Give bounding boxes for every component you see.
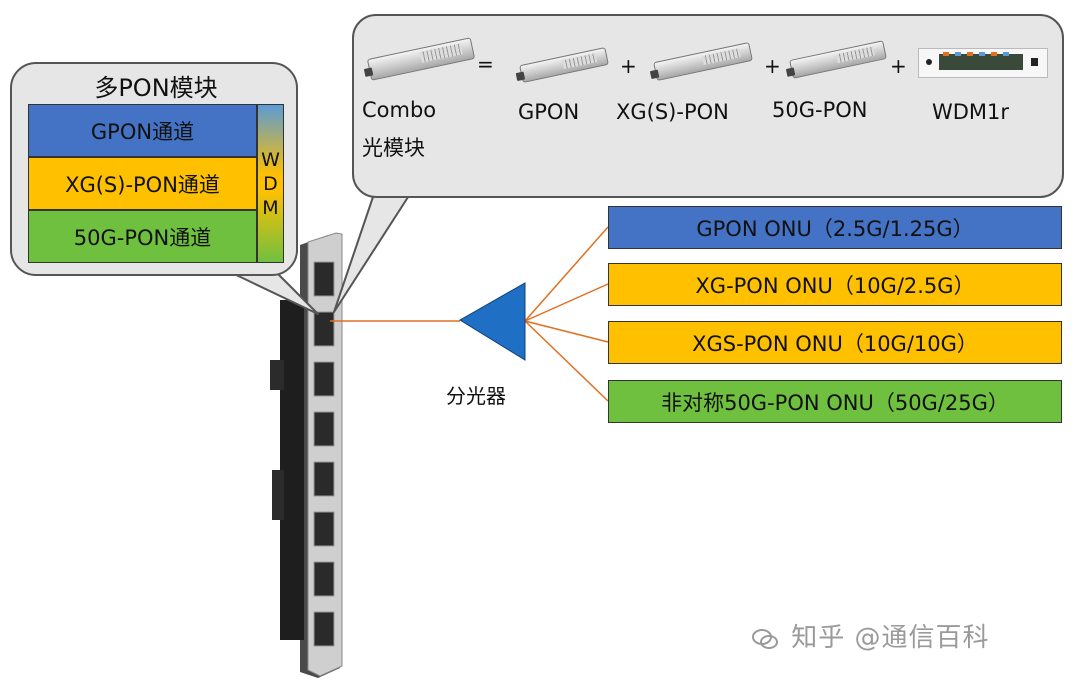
50g-pon-sfp-module-icon [789,40,887,79]
wdm-bar: W D M [257,104,284,263]
wechat-icon [752,628,778,649]
wdm-letter-m: M [262,196,279,219]
wdm1r-module-label: WDM1r [932,100,1010,124]
plus-sign-1: + [620,54,637,78]
optical-port [313,511,335,547]
wdm-letter-w: W [261,148,280,171]
optical-port [313,261,335,297]
plus-sign-2: + [764,54,781,78]
optical-port [313,311,335,347]
combo-sublabel: 光模块 [362,136,425,160]
channel-50g-pon: 50G-PON通道 [28,210,257,263]
xgs-pon-module-label: XG(S)-PON [616,100,729,124]
wdm-component-icon [918,48,1048,78]
optical-port [313,411,335,447]
drop-fiber-3 [524,320,609,343]
drop-fiber-2 [524,283,609,322]
drop-fiber-1 [524,226,609,322]
combo-label: Combo [362,98,437,122]
gpon-sfp-module-icon [519,47,609,83]
multi-pon-module-callout: 多PON模块 GPON通道 XG(S)-PON通道 50G-PON通道 W D … [10,62,298,276]
splitter-icon [459,282,526,361]
optical-ports [313,261,335,647]
optical-port [313,611,335,647]
50g-pon-module-label: 50G-PON [772,98,868,122]
combo-module-callout: = + + + Combo 光模块 GPON XG(S)-PON 50G-PON… [352,14,1064,198]
drop-fiber-4 [524,320,609,402]
fiber-lines [330,226,609,402]
combo-sfp-module-icon [366,37,476,81]
onu-gpon: GPON ONU（2.5G/1.25G） [608,206,1062,249]
onu-xgs-pon: XGS-PON ONU（10G/10G） [608,321,1062,364]
onu-50g-pon: 非对称50G-PON ONU（50G/25G） [608,380,1062,423]
watermark: 知乎 @通信百科 [752,617,990,654]
multi-pon-module-title: 多PON模块 [94,74,218,102]
channel-xgs-pon: XG(S)-PON通道 [28,157,257,210]
olt-line-card [270,232,343,678]
wdm-letter-d: D [263,172,278,195]
equals-sign: = [477,52,494,76]
onu-xg-pon: XG-PON ONU（10G/2.5G） [608,263,1062,306]
channel-gpon: GPON通道 [28,104,257,157]
optical-port [313,461,335,497]
xgs-pon-sfp-module-icon [653,42,753,81]
splitter-label: 分光器 [446,384,506,408]
optical-port [313,361,335,397]
watermark-text: 知乎 @通信百科 [791,623,990,653]
top-bubble-tail [333,193,411,313]
gpon-module-label: GPON [518,100,580,124]
plus-sign-3: + [890,54,907,78]
optical-port [313,561,335,597]
